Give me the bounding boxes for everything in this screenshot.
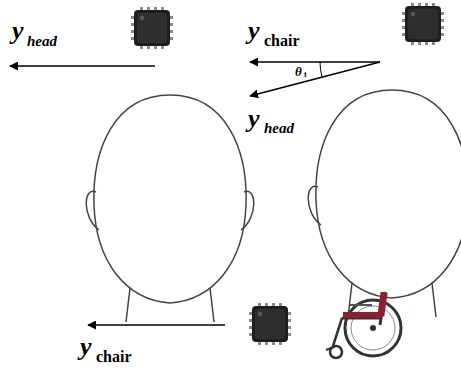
angle-symbol: θ bbox=[295, 65, 302, 78]
axis-subscript: chair bbox=[264, 33, 300, 49]
axis-subscript: head bbox=[264, 121, 294, 136]
angle-subscript: t bbox=[304, 71, 307, 79]
angle-arc bbox=[320, 62, 322, 77]
sensor-chip bbox=[402, 3, 444, 45]
sensor-chip bbox=[249, 303, 291, 345]
axis-arrow bbox=[250, 61, 380, 63]
axis-arrow bbox=[10, 65, 155, 67]
axis-symbol: y bbox=[248, 106, 260, 132]
sensor-chip bbox=[131, 7, 173, 49]
axis-symbol: y bbox=[80, 334, 92, 360]
axis-subscript: chair bbox=[96, 349, 132, 365]
axis-subscript: head bbox=[27, 34, 57, 49]
axis-symbol: y bbox=[248, 18, 260, 44]
axis-arrow bbox=[250, 62, 380, 96]
head-outline bbox=[308, 90, 461, 317]
axis-symbol: y bbox=[12, 18, 24, 44]
head-outline bbox=[86, 95, 254, 322]
axis-arrow bbox=[88, 324, 225, 326]
wheelchair bbox=[326, 292, 401, 358]
